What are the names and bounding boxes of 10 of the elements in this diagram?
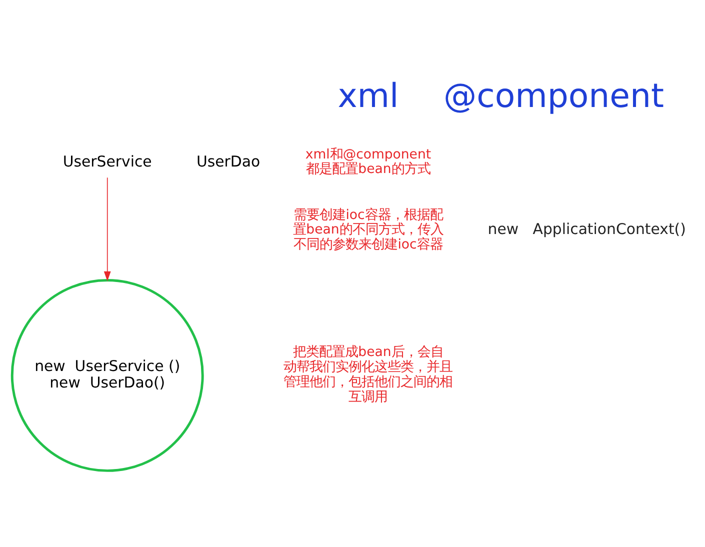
node-circle: new UserService () new UserDao() (10, 278, 204, 472)
label: xml (338, 76, 399, 115)
node-text: UserDao (196, 152, 260, 170)
node-text: UserService (62, 152, 152, 170)
arrow (104, 176, 111, 281)
label: @component (444, 76, 664, 115)
label: new ApplicationContext() (488, 220, 686, 238)
label: xml和@component都是配置bean的方式 (305, 146, 432, 177)
label: 把类配置成bean后，会自动帮我们实例化这些类，并且管理他们，包括他们之间的相互调用 (284, 344, 453, 404)
label: 需要创建ioc容器，根据配置bean的不同方式，传入不同的参数来创建ioc容器 (293, 207, 444, 252)
